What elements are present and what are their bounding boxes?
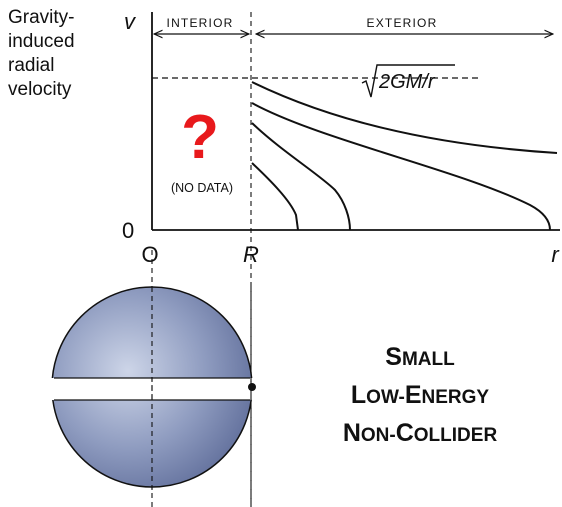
exterior-label: EXTERIOR	[367, 16, 438, 30]
y-axis-label-line: induced	[8, 31, 75, 52]
title-line-3: NON-COLLIDER	[300, 416, 540, 454]
velocity-curve-mid	[251, 122, 351, 231]
sqrt-sign	[361, 64, 455, 98]
velocity-curve-low	[251, 162, 299, 231]
title-line-1: SMALL	[300, 340, 540, 378]
x-tick-origin: O	[141, 242, 158, 267]
question-mark: ?	[181, 103, 219, 172]
x-tick-radius: R	[243, 242, 259, 267]
y-axis-label-line: velocity	[8, 79, 72, 100]
y-axis-label-line: radial	[8, 55, 55, 76]
y-axis-label: Gravity- induced radial velocity	[8, 6, 128, 102]
formula-text: 2GM/r	[378, 71, 436, 93]
x-tick-r: r	[551, 242, 560, 267]
test-particle	[248, 383, 256, 391]
title-cap: S	[385, 343, 402, 371]
v-axis-label: v	[124, 9, 137, 34]
title-rest: NERGY	[421, 387, 490, 408]
velocity-curve-escape	[251, 81, 558, 154]
title-rest: OW-	[366, 387, 405, 408]
title-rest: ON-	[360, 425, 396, 446]
y-axis-label-line: Gravity-	[8, 7, 75, 28]
title-cap: C	[395, 419, 414, 447]
title: SMALL LOW-ENERGY NON-COLLIDER	[300, 340, 540, 454]
title-rest: MALL	[401, 349, 455, 370]
title-rest: OLLIDER	[413, 425, 498, 446]
title-cap: L	[350, 381, 367, 409]
escape-velocity-formula: 2GM/r	[361, 64, 455, 98]
velocity-curve-high	[251, 102, 551, 231]
title-cap: E	[404, 381, 422, 409]
no-data-note: (NO DATA)	[171, 181, 233, 195]
title-cap: N	[342, 419, 361, 447]
interior-label: INTERIOR	[167, 16, 234, 30]
title-line-2: LOW-ENERGY	[300, 378, 540, 416]
zero-label: 0	[122, 218, 134, 243]
